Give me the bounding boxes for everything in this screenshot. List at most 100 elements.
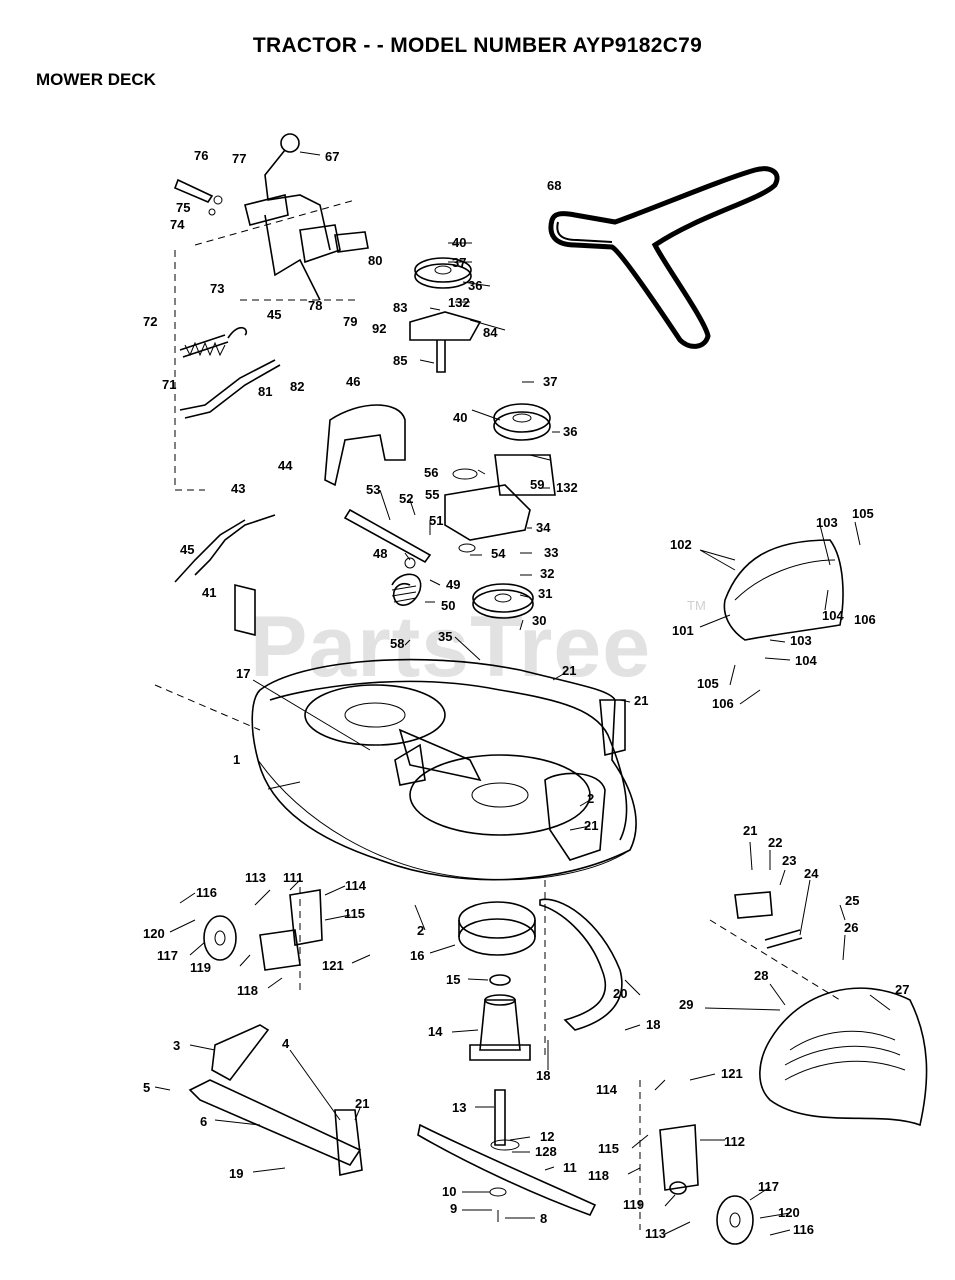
callout-117: 117 <box>157 948 178 963</box>
callout-105: 105 <box>697 676 719 691</box>
callout-12: 12 <box>540 1129 554 1144</box>
callout-6: 6 <box>200 1114 207 1129</box>
springs-and-rods <box>174 327 281 637</box>
callout-80: 80 <box>368 253 382 268</box>
callout-121: 121 <box>721 1066 743 1081</box>
callout-33: 33 <box>544 545 558 560</box>
belt-68 <box>548 166 780 349</box>
callout-67: 67 <box>325 149 339 164</box>
callout-21: 21 <box>584 818 598 833</box>
page-title: TRACTOR - - MODEL NUMBER AYP9182C79 <box>252 34 703 57</box>
callout-21: 21 <box>562 663 576 678</box>
callout-115: 115 <box>344 906 365 921</box>
callout-36: 36 <box>468 278 482 293</box>
callout-111: 111 <box>283 870 303 885</box>
callout-75: 75 <box>176 200 190 215</box>
callout-40: 40 <box>453 410 467 425</box>
callout-84: 84 <box>483 325 498 340</box>
callout-132: 132 <box>556 480 578 495</box>
callout-11: 11 <box>563 1160 577 1175</box>
pulleys <box>409 257 556 619</box>
callout-81: 81 <box>258 384 272 399</box>
callout-74: 74 <box>170 217 185 232</box>
callout-78: 78 <box>308 298 322 313</box>
callout-114: 114 <box>345 878 367 893</box>
callout-106: 106 <box>712 696 734 711</box>
callout-79: 79 <box>343 314 357 329</box>
callout-25: 25 <box>845 893 859 908</box>
deflector-shield-101 <box>723 539 844 641</box>
callout-59: 59 <box>530 477 544 492</box>
callout-49: 49 <box>446 577 460 592</box>
callout-13: 13 <box>452 1100 466 1115</box>
callout-117: 117 <box>758 1179 779 1194</box>
callout-4: 4 <box>282 1036 290 1051</box>
callout-24: 24 <box>804 866 819 881</box>
callout-72: 72 <box>143 314 157 329</box>
callout-19: 19 <box>229 1166 243 1181</box>
callout-31: 31 <box>538 586 552 601</box>
callout-1: 1 <box>233 752 240 767</box>
callout-119: 119 <box>623 1197 644 1212</box>
mower-deck-1 <box>251 658 637 881</box>
callout-104: 104 <box>822 608 844 623</box>
callout-16: 16 <box>410 948 424 963</box>
watermark-trademark: TM <box>687 598 706 613</box>
callout-119: 119 <box>190 960 211 975</box>
front-links <box>188 898 623 1176</box>
callout-118: 118 <box>588 1168 609 1183</box>
callout-26: 26 <box>844 920 858 935</box>
callout-32: 32 <box>540 566 554 581</box>
callout-54: 54 <box>491 546 506 561</box>
callout-68: 68 <box>547 178 561 193</box>
spindle-parts <box>417 901 597 1222</box>
callout-104: 104 <box>795 653 817 668</box>
callout-56: 56 <box>424 465 438 480</box>
callout-53: 53 <box>366 482 380 497</box>
callout-29: 29 <box>679 997 693 1012</box>
callout-50: 50 <box>441 598 455 613</box>
gauge-wheels <box>203 889 754 1245</box>
callout-21: 21 <box>355 1096 369 1111</box>
callout-102: 102 <box>670 537 692 552</box>
callout-21: 21 <box>634 693 648 708</box>
callout-51: 51 <box>429 513 443 528</box>
section-title: MOWER DECK <box>36 70 156 89</box>
callout-41: 41 <box>202 585 216 600</box>
watermark: PartsTree <box>250 599 652 695</box>
callout-73: 73 <box>210 281 224 296</box>
callout-76: 76 <box>194 148 208 163</box>
callout-83: 83 <box>393 300 407 315</box>
callout-105: 105 <box>852 506 874 521</box>
callout-34: 34 <box>536 520 551 535</box>
callout-120: 120 <box>143 926 165 941</box>
callout-82: 82 <box>290 379 304 394</box>
callout-132: 132 <box>448 295 470 310</box>
callout-28: 28 <box>754 968 768 983</box>
callout-20: 20 <box>613 986 627 1001</box>
callout-5: 5 <box>143 1080 150 1095</box>
callout-17: 17 <box>236 666 250 681</box>
callout-27: 27 <box>895 982 909 997</box>
callout-18: 18 <box>536 1068 550 1083</box>
callout-2: 2 <box>587 791 594 806</box>
callout-2: 2 <box>417 923 424 938</box>
callout-128: 128 <box>535 1144 557 1159</box>
callout-101: 101 <box>672 623 694 638</box>
callout-30: 30 <box>532 613 546 628</box>
callout-18: 18 <box>646 1017 660 1032</box>
callout-45: 45 <box>180 542 194 557</box>
callout-58: 58 <box>390 636 404 651</box>
brackets <box>324 404 531 606</box>
callout-77: 77 <box>232 151 246 166</box>
callout-3: 3 <box>173 1038 180 1053</box>
callout-45: 45 <box>267 307 281 322</box>
callout-44: 44 <box>278 458 293 473</box>
callout-92: 92 <box>372 321 386 336</box>
callout-23: 23 <box>782 853 796 868</box>
callout-8: 8 <box>540 1211 547 1226</box>
lift-handle-assembly <box>173 133 369 301</box>
callout-15: 15 <box>446 972 460 987</box>
